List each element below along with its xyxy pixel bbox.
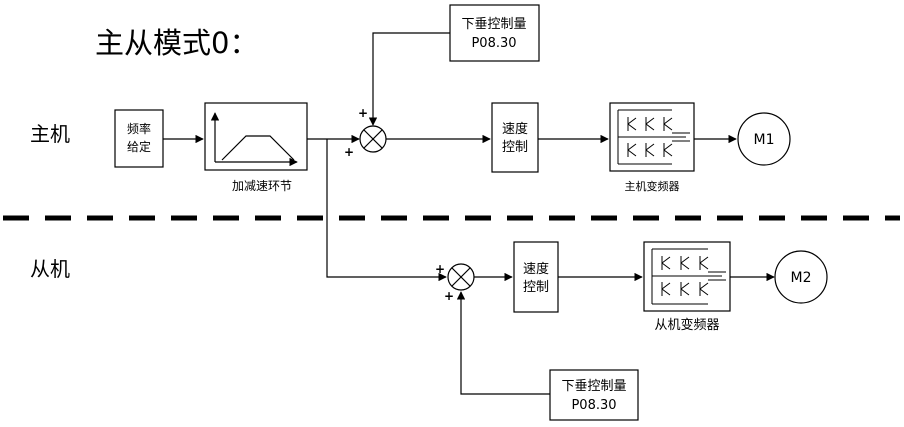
motor-m1: M1 xyxy=(737,112,791,166)
motor-m2-label: M2 xyxy=(791,270,812,286)
sum-master-plus-left: + xyxy=(344,145,354,159)
droop-bottom-line1: 下垂控制量 xyxy=(561,379,626,394)
page-title: 主从模式0： xyxy=(95,26,258,60)
speed-master-line1: 速度 xyxy=(502,121,528,137)
freq-setpoint-block: 频率 给定 xyxy=(114,109,164,168)
sum-master-plus-top: + xyxy=(358,106,368,120)
motor-m2: M2 xyxy=(774,250,828,304)
igbt-bridge-icon xyxy=(651,248,726,305)
ramp-block xyxy=(204,102,308,171)
sum-slave-plus-left: + xyxy=(435,262,445,276)
sum-junction-master xyxy=(359,125,387,153)
droop-block-top: 下垂控制量 P08.30 xyxy=(449,4,540,62)
speed-slave-line1: 速度 xyxy=(523,261,549,277)
line-droop-to-sum-master xyxy=(368,32,450,126)
line-droop-to-sum-slave xyxy=(456,291,550,395)
freq-block-line2: 给定 xyxy=(127,139,151,154)
droop-top-line1: 下垂控制量 xyxy=(461,17,526,32)
droop-block-bottom: 下垂控制量 P08.30 xyxy=(549,369,639,421)
inverter-slave-block xyxy=(643,241,731,312)
speed-control-master-block: 速度 控制 xyxy=(491,102,539,173)
speed-slave-line2: 控制 xyxy=(523,280,549,295)
sum-junction-slave xyxy=(447,263,475,291)
inverter-master-block xyxy=(609,102,695,172)
ramp-caption: 加减速环节 xyxy=(232,179,292,193)
ramp-profile-icon xyxy=(221,135,295,161)
line-ramp-to-sum-slave xyxy=(326,139,447,282)
slave-row-label: 从机 xyxy=(30,257,70,281)
speed-control-slave-block: 速度 控制 xyxy=(513,241,559,313)
inverter-master-caption: 主机变频器 xyxy=(625,179,680,193)
droop-top-line2: P08.30 xyxy=(471,36,516,51)
sum-slave-plus-bottom: + xyxy=(444,289,454,303)
inverter-slave-caption: 从机变频器 xyxy=(654,317,719,333)
freq-block-line1: 频率 xyxy=(127,121,151,136)
droop-bottom-line2: P08.30 xyxy=(571,398,616,413)
igbt-bridge-icon xyxy=(617,109,690,165)
master-row-label: 主机 xyxy=(30,122,70,146)
speed-master-line2: 控制 xyxy=(502,140,528,155)
motor-m1-label: M1 xyxy=(754,132,775,148)
